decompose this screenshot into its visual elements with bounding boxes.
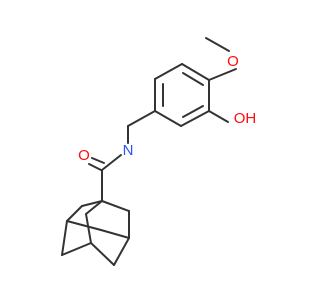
bond-o-aromatic <box>208 68 237 81</box>
bond-adam-11 <box>66 220 102 231</box>
bond-ring-5 <box>180 110 210 127</box>
methoxy-oxygen-label: O <box>227 53 239 70</box>
bond-adam-3 <box>85 200 103 215</box>
bond-ring-1 <box>181 63 210 81</box>
bond-ring-1-inner <box>182 72 204 86</box>
hydroxyl-label: OH <box>234 110 257 127</box>
bond-ring-ch2 <box>127 110 156 127</box>
bond-adam-7 <box>61 242 92 256</box>
bond-ring-5-inner <box>182 105 204 118</box>
bond-aromatic-oh <box>208 110 229 123</box>
bond-ring-4 <box>154 110 182 127</box>
bond-adam-5 <box>66 205 83 222</box>
bond-ring-2 <box>154 63 183 80</box>
bond-carbonyl-o-1 <box>91 157 105 164</box>
bond-adam-2 <box>81 200 103 207</box>
amide-nitrogen-label: N <box>123 142 134 159</box>
bond-methyl-o <box>205 37 230 52</box>
bond-n-carbonyl <box>101 154 122 171</box>
bond-carbonyl-o-2 <box>88 163 102 171</box>
molecule-structure: O OH O N <box>61 37 257 266</box>
bond-adam-9 <box>90 242 115 266</box>
bond-adam-12 <box>100 229 130 239</box>
bond-adam-1 <box>101 200 130 212</box>
carbonyl-oxygen-label: O <box>78 147 90 164</box>
bond-adam-10 <box>113 237 130 266</box>
bond-adam-8 <box>85 213 92 244</box>
bond-adam-6 <box>61 220 68 256</box>
